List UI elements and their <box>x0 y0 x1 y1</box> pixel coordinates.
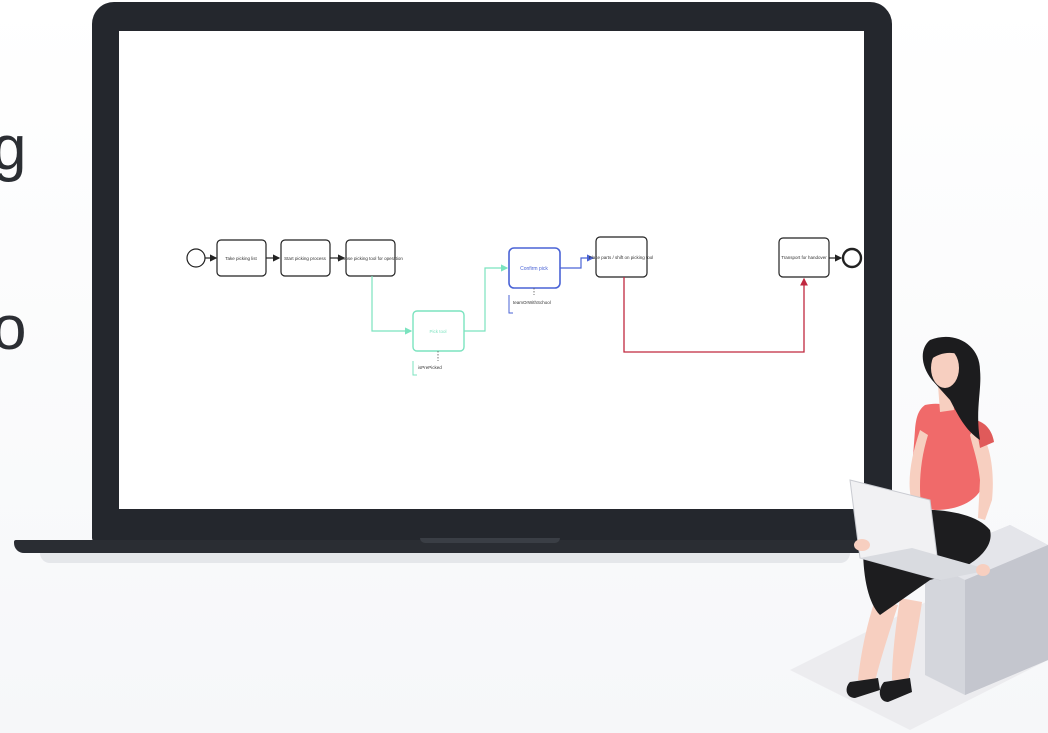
laptop-base-shadow <box>40 553 850 563</box>
left-shoe <box>846 678 880 698</box>
hair-fringe <box>930 342 964 360</box>
annotation-is-pre-picked: isPrePicked <box>418 365 442 370</box>
held-laptop-keyboard <box>860 548 990 580</box>
flow-place-to-transport <box>623 277 808 353</box>
task-choose-picking-tool: Choose picking tool for operation <box>337 239 403 277</box>
end-event <box>841 247 863 269</box>
task-pick-tool: Pick tool <box>412 310 465 352</box>
right-shoe <box>879 678 912 702</box>
start-event <box>186 248 206 268</box>
task-place-parts: Place parts / shift on picking tool <box>589 236 654 278</box>
left-arm <box>909 430 928 510</box>
annotation-bracket-is-pre-picked <box>412 361 417 376</box>
left-leg <box>858 600 898 682</box>
task-transport-handover: Transport for handover <box>778 237 830 278</box>
box-seat-side <box>965 545 1048 695</box>
task-start-picking-process: Start picking process <box>280 239 331 277</box>
task-label-choose-picking-tool: Choose picking tool for operation <box>337 256 403 261</box>
shirt <box>911 403 985 510</box>
task-label-pick-tool: Pick tool <box>429 329 446 334</box>
task-label-start-picking-process: Start picking process <box>284 256 327 261</box>
annotation-team: teamOrWithSchool <box>513 300 551 305</box>
process-diagram: Take picking list Start picking process … <box>186 236 863 376</box>
task-label-confirm-pick: Confirm pick <box>520 266 548 272</box>
background-headline-fragment-top: g <box>0 114 27 183</box>
right-hand <box>976 564 990 576</box>
task-label-transport-handover: Transport for handover <box>781 255 827 260</box>
task-label-place-parts: Place parts / shift on picking tool <box>589 255 654 260</box>
background-headline-fragment-bottom: o <box>0 294 27 363</box>
face <box>931 348 959 388</box>
laptop-base <box>14 540 874 553</box>
annotation-bracket-team <box>508 295 513 314</box>
laptop-notch <box>420 538 560 543</box>
task-confirm-pick: Confirm pick <box>508 247 561 289</box>
flow-pick-tool-to-confirm <box>464 264 509 332</box>
flow-choose-to-pick-tool <box>371 276 413 335</box>
right-arm <box>970 425 993 520</box>
sleeve <box>975 420 994 448</box>
task-label-take-picking-list: Take picking list <box>225 256 257 261</box>
right-leg <box>892 598 922 682</box>
laptop-screen: Take picking list Start picking process … <box>119 31 864 509</box>
left-hand <box>854 539 870 551</box>
task-take-picking-list: Take picking list <box>216 239 267 277</box>
person-with-laptop-illustration <box>790 336 1048 730</box>
flow-confirm-to-place <box>560 254 595 269</box>
